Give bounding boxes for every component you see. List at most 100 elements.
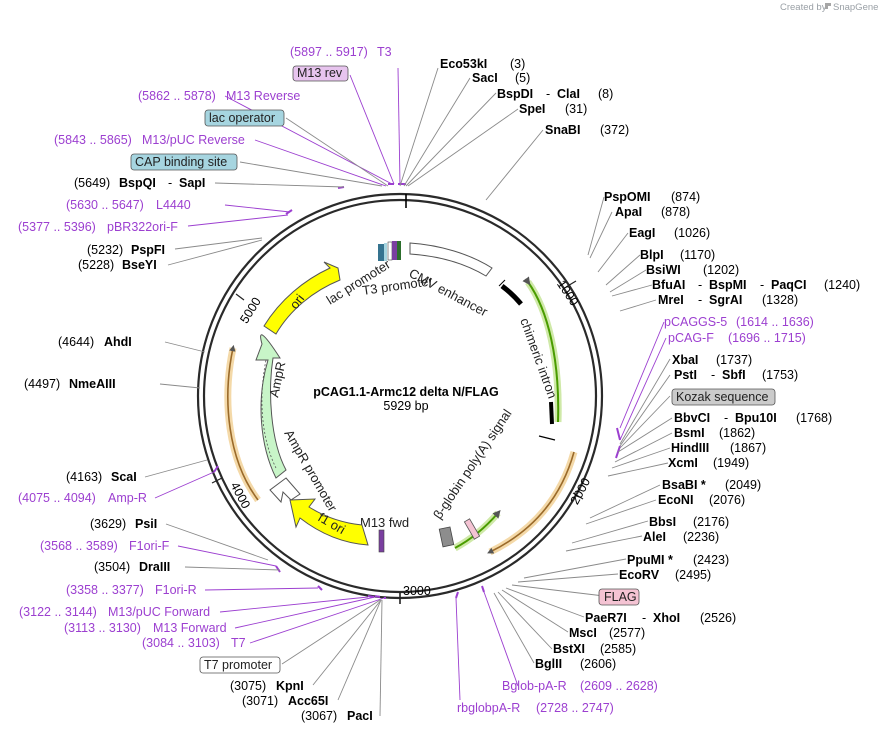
- gray-feature-box[interactable]: [438, 526, 455, 548]
- pcaggs5-pos[interactable]: (1614 .. 1636): [736, 315, 814, 329]
- m13-reverse-name[interactable]: M13 Reverse: [226, 89, 300, 103]
- acc65i-name[interactable]: Acc65I: [288, 694, 328, 708]
- t7-primer-pos[interactable]: (3084 .. 3103): [142, 636, 220, 650]
- m13-rev-label: M13 rev: [297, 66, 343, 80]
- sapi-name[interactable]: SapI: [179, 176, 205, 190]
- m13-reverse-pos[interactable]: (5862 .. 5878): [138, 89, 216, 103]
- bsmi-name[interactable]: BsmI: [674, 426, 705, 440]
- ampr-promoter-feature[interactable]: [269, 477, 301, 504]
- flag-box[interactable]: [598, 588, 640, 606]
- t3-primer-name[interactable]: T3: [377, 45, 392, 59]
- spei-name[interactable]: SpeI: [519, 102, 545, 116]
- paer7i-name[interactable]: PaeR7I: [585, 611, 627, 625]
- f1ori-f-pos[interactable]: (3568 .. 3589): [40, 539, 118, 553]
- lac-operator-box[interactable]: [204, 109, 285, 127]
- m13puc-reverse-pos[interactable]: (5843 .. 5865): [54, 133, 132, 147]
- apai-name[interactable]: ApaI: [615, 205, 642, 219]
- ampr-feature[interactable]: [255, 334, 287, 479]
- blpi-name[interactable]: BlpI: [640, 248, 664, 262]
- psti-name[interactable]: PstI: [674, 368, 697, 382]
- alei-pos: (2236): [683, 530, 719, 544]
- paci-name[interactable]: PacI: [347, 709, 373, 723]
- draiii-name[interactable]: DraIII: [139, 560, 170, 574]
- kpni-name[interactable]: KpnI: [276, 679, 304, 693]
- t3-primer-pos[interactable]: (5897 .. 5917): [290, 45, 368, 59]
- ahdi-name[interactable]: AhdI: [104, 335, 132, 349]
- m13-forward-name[interactable]: M13 Forward: [153, 621, 227, 635]
- bfuai-name[interactable]: BfuAI: [652, 278, 685, 292]
- f1ori-f-name[interactable]: F1ori-F: [129, 539, 170, 553]
- t7-primer-name[interactable]: T7: [231, 636, 246, 650]
- m13puc-reverse-name[interactable]: M13/pUC Reverse: [142, 133, 245, 147]
- tick-5000: 5000: [237, 295, 264, 326]
- xcmi-name[interactable]: XcmI: [668, 456, 698, 470]
- pcaggs5-name[interactable]: pCAGGS-5: [664, 315, 727, 329]
- m13puc-fwd-name[interactable]: M13/pUC Forward: [108, 605, 210, 619]
- cmv-enhancer-feature[interactable]: [409, 242, 493, 277]
- m13-rev-box[interactable]: [292, 65, 349, 82]
- eco53ki-name[interactable]: Eco53kI: [440, 57, 487, 71]
- psii-name[interactable]: PsiI: [135, 517, 157, 531]
- cap-binding-box[interactable]: [130, 153, 238, 171]
- bspdi-name[interactable]: BspDI: [497, 87, 533, 101]
- rbglobpa-r-pos[interactable]: (2728 .. 2747): [536, 701, 614, 715]
- pspfi-name[interactable]: PspFI: [131, 243, 165, 257]
- bbsi-name[interactable]: BbsI: [649, 515, 676, 529]
- bsabi-name[interactable]: BsaBI *: [662, 478, 706, 492]
- pink-feature-box[interactable]: [463, 518, 481, 540]
- bseyi-name[interactable]: BseYI: [122, 258, 157, 272]
- ori-feature[interactable]: [263, 261, 341, 335]
- econi-name[interactable]: EcoNI: [658, 493, 693, 507]
- bspqi-name[interactable]: BspQI: [119, 176, 156, 190]
- sbfi-name[interactable]: SbfI: [722, 368, 746, 382]
- m13-fwd-box[interactable]: [378, 529, 385, 553]
- pspomi-name[interactable]: PspOMI: [604, 190, 651, 204]
- bstxi-name[interactable]: BstXI: [553, 642, 585, 656]
- bbvci-name[interactable]: BbvCI: [674, 411, 710, 425]
- plasmid-name: pCAG1.1-Armc12 delta N/FLAG: [313, 385, 498, 399]
- t7-promoter-box[interactable]: [199, 656, 281, 674]
- nmeaiii-name[interactable]: NmeAIII: [69, 377, 116, 391]
- bglob-pa-r-name[interactable]: Bglob-pA-R: [502, 679, 567, 693]
- saci-name[interactable]: SacI: [472, 71, 498, 85]
- pbr322-pos[interactable]: (5377 .. 5396): [18, 220, 96, 234]
- pcagf-name[interactable]: pCAG-F: [668, 331, 714, 345]
- bspmi-name[interactable]: BspMI: [709, 278, 747, 292]
- bglii-name[interactable]: BglII: [535, 657, 562, 671]
- ecorv-name[interactable]: EcoRV: [619, 568, 660, 582]
- pbr322-name[interactable]: pBR322ori-F: [107, 220, 178, 234]
- pcagf-pos[interactable]: (1696 .. 1715): [728, 331, 806, 345]
- f1ori-r-pos[interactable]: (3358 .. 3377): [66, 583, 144, 597]
- ampr-primer-pos[interactable]: (4075 .. 4094): [18, 491, 96, 505]
- m13-forward-pos[interactable]: (3113 .. 3130): [64, 621, 141, 635]
- bsiwi-name[interactable]: BsiWI: [646, 263, 681, 277]
- rbglobpa-r-name[interactable]: rbglobpA-R: [457, 701, 520, 715]
- snabi-name[interactable]: SnaBI: [545, 123, 580, 137]
- snabi-pos: (372): [600, 123, 629, 137]
- gene-feature[interactable]: [488, 451, 578, 556]
- xbai-name[interactable]: XbaI: [672, 353, 698, 367]
- bpu10i-name[interactable]: Bpu10I: [735, 411, 777, 425]
- plasmid-length: 5929 bp: [383, 399, 428, 413]
- promoter-box-cluster[interactable]: [378, 241, 401, 261]
- kozak-box[interactable]: [671, 388, 776, 406]
- eagi-name[interactable]: EagI: [629, 226, 655, 240]
- xhoi-name[interactable]: XhoI: [653, 611, 680, 625]
- left-gene-feature[interactable]: [224, 347, 261, 503]
- sgrai-name[interactable]: SgrAI: [709, 293, 742, 307]
- mrei-name[interactable]: MreI: [658, 293, 684, 307]
- msci-name[interactable]: MscI: [569, 626, 597, 640]
- m13puc-fwd-pos[interactable]: (3122 .. 3144): [19, 605, 97, 619]
- f1-ori-feature[interactable]: [289, 498, 369, 546]
- l4440-name[interactable]: L4440: [156, 198, 191, 212]
- scai-name[interactable]: ScaI: [111, 470, 137, 484]
- f1ori-r-name[interactable]: F1ori-R: [155, 583, 197, 597]
- ppumi-name[interactable]: PpuMI *: [627, 553, 673, 567]
- hindiii-name[interactable]: HindIII: [671, 441, 709, 455]
- alei-name[interactable]: AleI: [643, 530, 666, 544]
- bglob-pa-r-pos[interactable]: (2609 .. 2628): [580, 679, 658, 693]
- l4440-pos[interactable]: (5630 .. 5647): [66, 198, 144, 212]
- paqci-name[interactable]: PaqCI: [771, 278, 806, 292]
- clai-name[interactable]: ClaI: [557, 87, 580, 101]
- ampr-primer-name[interactable]: Amp-R: [108, 491, 147, 505]
